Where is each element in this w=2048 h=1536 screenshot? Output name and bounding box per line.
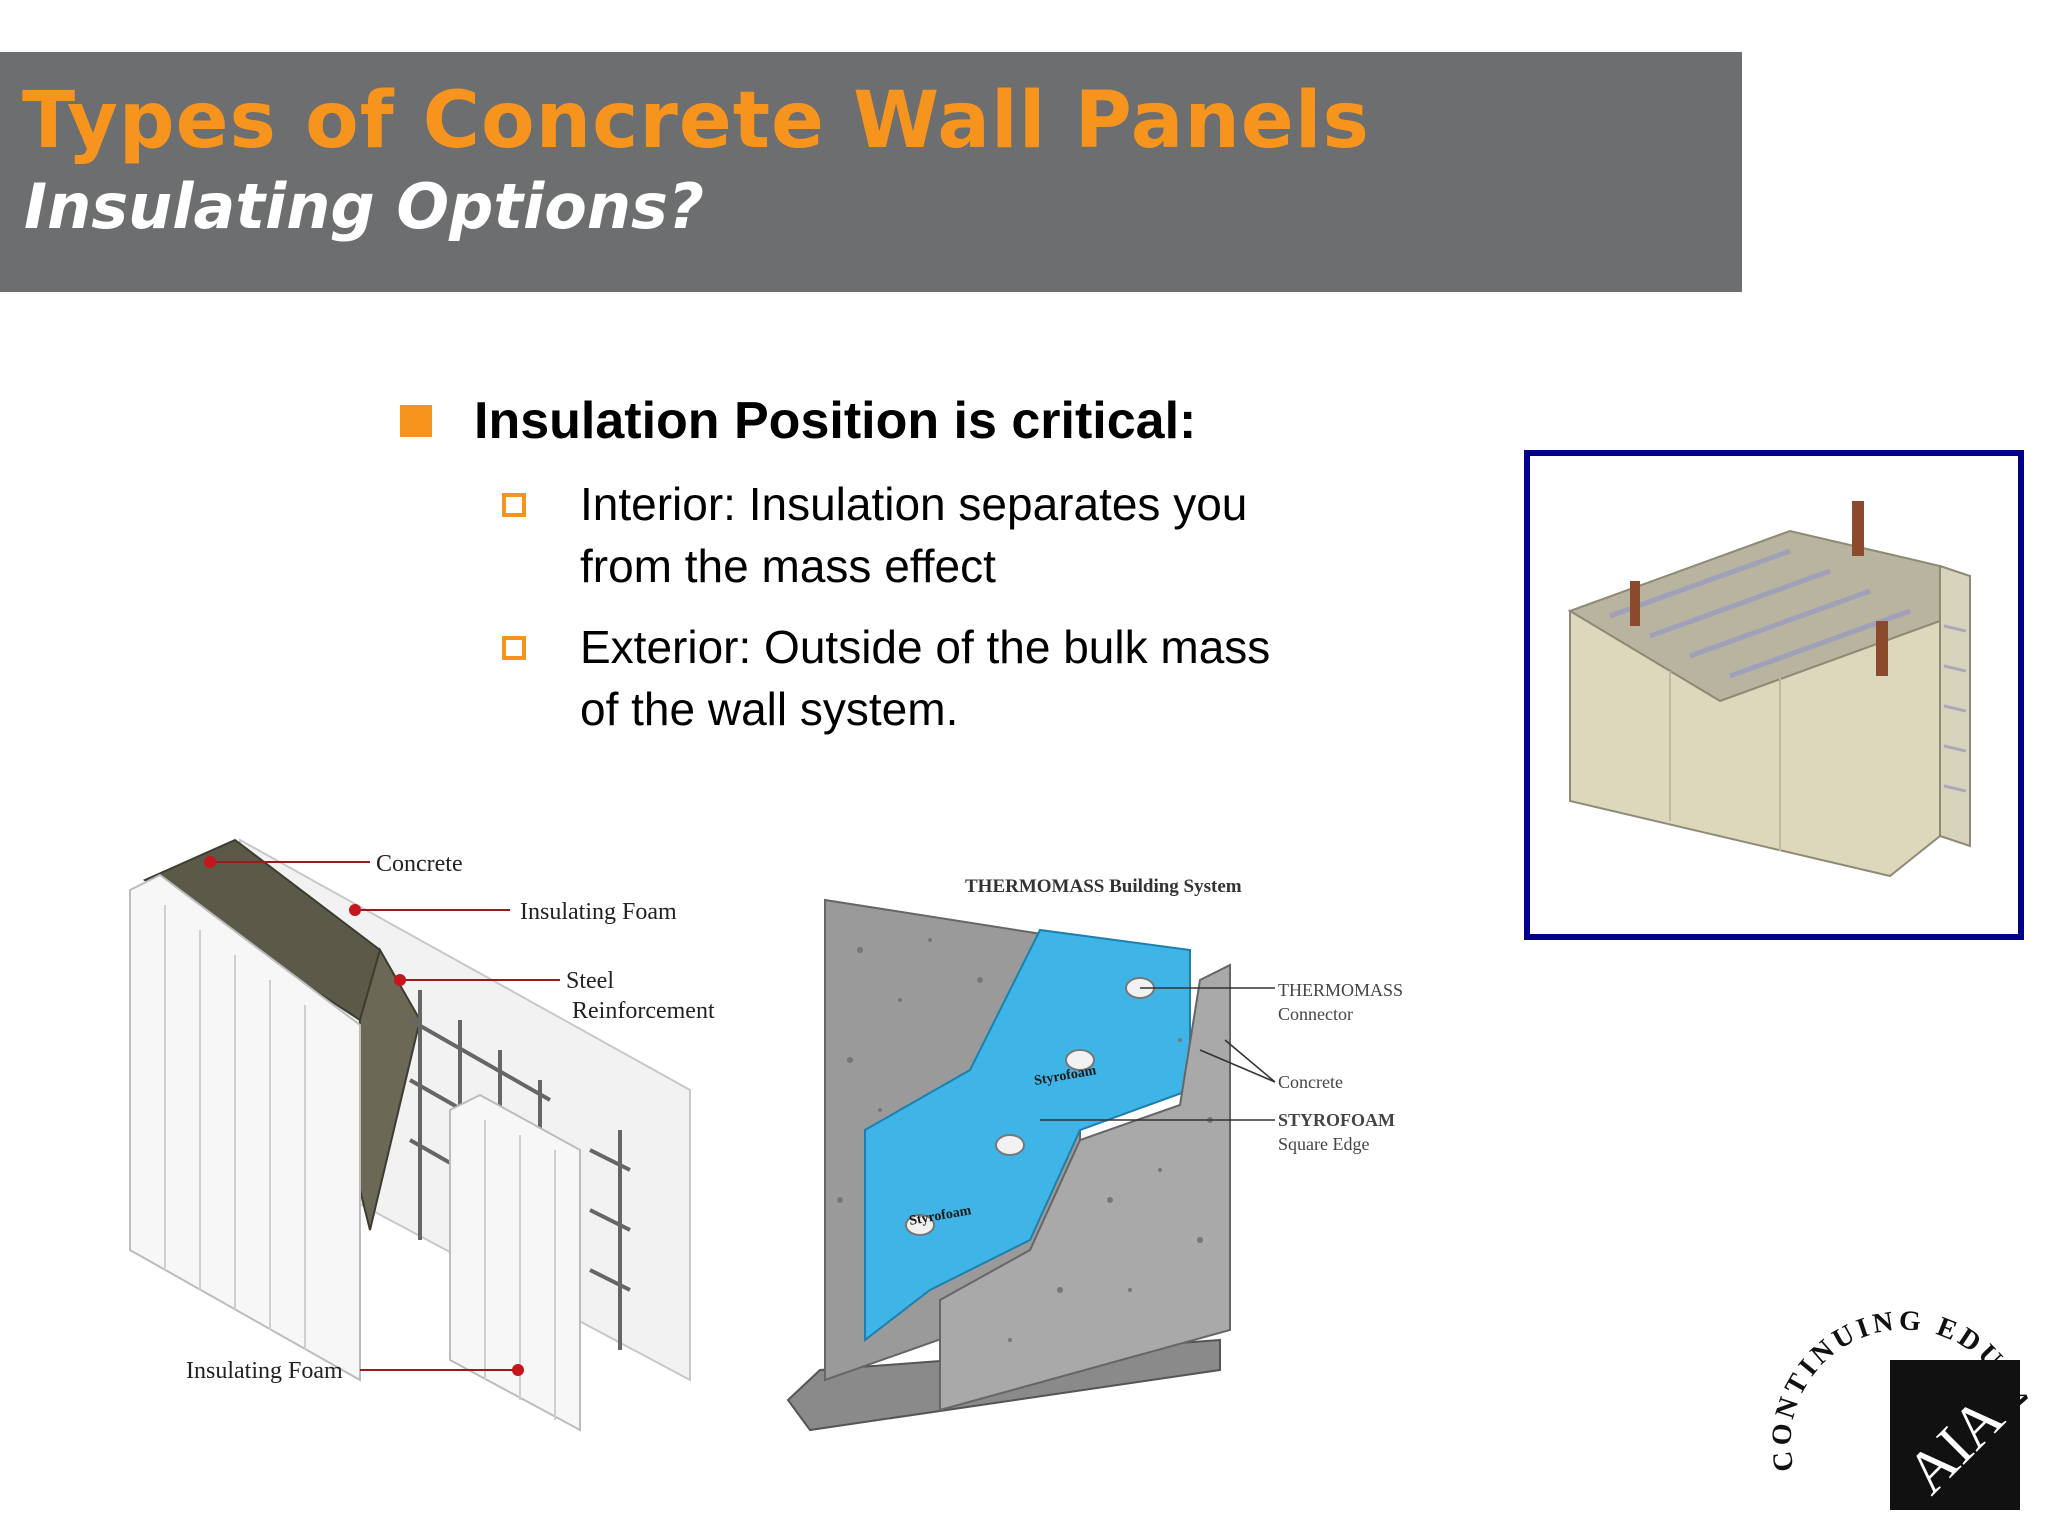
aia-mark-block [1890,1360,2020,1510]
thermomass-heading: THERMOMASS Building System [965,876,1242,897]
title-bar [0,52,1742,292]
hollow-square-bullet-icon [502,493,526,517]
wall-form-illustration [1567,501,1971,878]
foam-panel-front [129,873,361,1382]
sub-bullet-exterior: Exterior: Outside of the bulk mass of th… [502,616,1400,740]
thermomass-illustration: THERMOMASS Building System Styrofoam Sty… [786,876,1403,1432]
sub-bullet-line: Interior: Insulation separates you [580,478,1248,530]
sub-bullet-text: Exterior: Outside of the bulk mass of th… [580,616,1400,740]
sub-bullet-line: of the wall system. [580,683,959,735]
form-front-face [1569,609,1941,878]
slide-title: Types of Concrete Wall Panels [22,76,1370,166]
label-connector: Connector [1278,1004,1353,1024]
thermomass-connectors [905,977,1155,1236]
sub-bullet-line: Exterior: Outside of the bulk mass [580,621,1271,673]
sub-bullet-line: from the mass effect [580,540,996,592]
concrete-front-wythe [939,963,1231,1412]
label-reinforcement: Reinforcement [572,998,715,1024]
label-square-edge: Square Edge [1278,1134,1369,1154]
slide-subtitle: Insulating Options? [24,170,704,243]
square-bullet-icon [400,405,432,437]
label-styrofoam: STYROFOAM [1278,1110,1395,1130]
label-insulating-foam-top: Insulating Foam [520,899,677,925]
main-bullet: Insulation Position is critical: [400,388,1196,454]
label-insulating-foam-bottom: Insulating Foam [186,1358,343,1384]
main-bullet-text: Insulation Position is critical: [474,392,1197,450]
label-concrete: Concrete [1278,1072,1343,1092]
label-concrete: Concrete [376,851,463,877]
aia-continuing-education-logo: CONTINUING EDUCATION AIA [1730,1240,2030,1510]
label-thermomass: THERMOMASS [1278,980,1403,1000]
wall-form-image-frame [1524,450,2024,940]
styrofoam-layer [864,928,1191,1343]
sub-bullet-text: Interior: Insulation separates you from … [580,473,1400,597]
hollow-square-bullet-icon [502,636,526,660]
label-steel: Steel [566,968,614,994]
icf-wall-illustration: Concrete Insulating Foam Steel Reinforce… [129,838,715,1432]
sub-bullet-interior: Interior: Insulation separates you from … [502,473,1400,597]
